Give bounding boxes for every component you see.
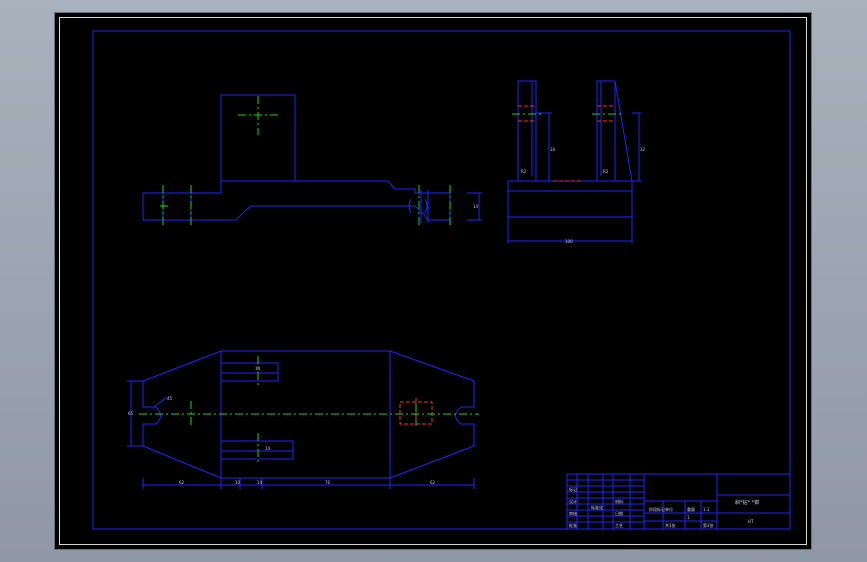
cad-viewport[interactable]: 14 34 32: [55, 13, 811, 549]
tb-scale: 1:1: [703, 507, 710, 512]
tb-approve: 批准: [569, 522, 577, 528]
dim-side-height: 14: [473, 204, 479, 209]
tb-standard: 标准化: [591, 504, 603, 510]
dim-plan-len-5: 62: [430, 480, 436, 485]
front-view: 14: [142, 94, 482, 227]
tb-date: 日期: [615, 510, 623, 516]
tb-weight: 重量: [687, 506, 695, 512]
dim-plan-len-1: 62: [179, 480, 185, 485]
dim-plan-angle: 45: [167, 396, 173, 401]
tb-designer: 设计: [569, 498, 577, 504]
tb-mark: 标记: [569, 486, 577, 492]
dim-plan-height: 65: [128, 411, 134, 416]
dim-right-r2: R2: [603, 169, 609, 174]
viewport-border: [59, 17, 807, 545]
tb-qty: 1: [687, 515, 690, 520]
tb-sheet2: 第1张: [703, 522, 714, 528]
tb-stage: 阶段标记: [649, 506, 665, 512]
drawing-canvas: 14 34 32: [92, 30, 791, 530]
tb-sheet: 共1张: [665, 522, 676, 528]
tb-checker: 审核: [569, 510, 577, 516]
title-block: 斜*钻* *钳 HT 设计 审核 批准 材料 1:1 共1张 单位 1 重量 阶…: [566, 473, 791, 530]
sheet-border: [92, 30, 791, 530]
dim-plan-len-3: 14: [257, 480, 263, 485]
dim-plan-slot-2: 14: [265, 446, 271, 451]
right-view: 34 32 100 R2 R2: [507, 80, 646, 244]
title-part-name: 斜*钻* *钳: [735, 499, 759, 506]
dim-plan-len-2: 10: [235, 480, 241, 485]
tb-material: 材料: [615, 498, 623, 504]
tb-process: 工艺: [615, 523, 623, 528]
tb-unit: 单位: [665, 506, 673, 512]
plan-view: 14 14 65 45 62 10 14 76 62: [127, 350, 479, 489]
dim-right-h1: 34: [550, 147, 556, 152]
dim-plan-len-4: 76: [325, 480, 331, 485]
dim-right-r1: R2: [521, 169, 527, 174]
title-drawing-no: HT: [748, 519, 754, 524]
dim-plan-slot-1: 14: [255, 366, 261, 371]
dim-right-width: 100: [565, 239, 573, 244]
dim-right-h2: 32: [640, 147, 646, 152]
